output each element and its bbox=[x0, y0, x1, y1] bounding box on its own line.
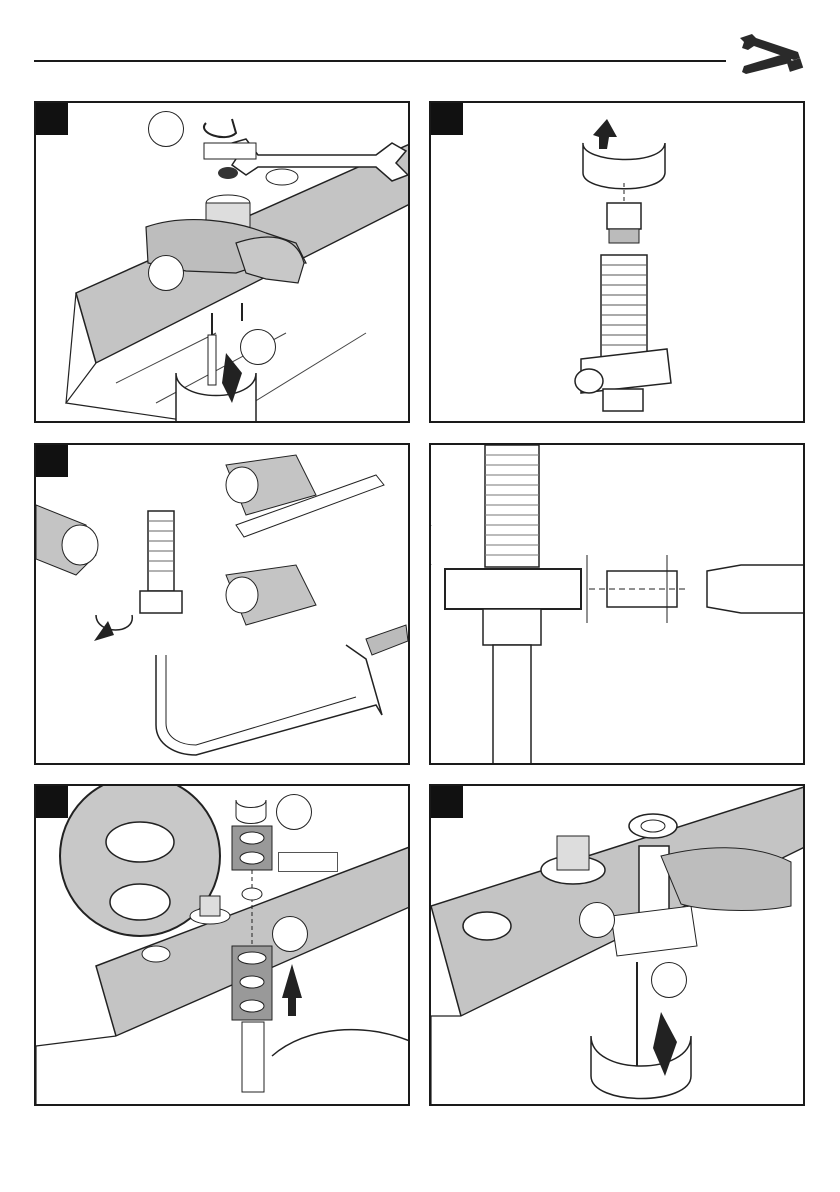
step-4-illustration bbox=[431, 445, 805, 765]
step-panel-5 bbox=[34, 784, 410, 1106]
callout-circle-b bbox=[148, 255, 184, 291]
step-panel-6 bbox=[429, 784, 805, 1106]
callout-circle-c bbox=[240, 329, 276, 365]
step-panel-1 bbox=[34, 101, 410, 423]
callout-circle-a bbox=[579, 902, 615, 938]
blank-label-box bbox=[278, 852, 338, 872]
step-panel-4-detail bbox=[429, 443, 805, 765]
step-panel-2 bbox=[429, 101, 805, 423]
step-panel-3 bbox=[34, 443, 410, 765]
step-6-illustration bbox=[431, 786, 805, 1106]
callout-circle-b bbox=[651, 962, 687, 998]
wrench-screwdriver-icon bbox=[734, 30, 806, 80]
step-2-illustration bbox=[431, 103, 805, 423]
step-1-illustration bbox=[36, 103, 410, 423]
header-rule bbox=[34, 60, 726, 62]
callout-circle-b bbox=[272, 916, 308, 952]
step-5-illustration bbox=[36, 786, 410, 1106]
callout-circle-a bbox=[276, 794, 312, 830]
callout-circle-a bbox=[148, 111, 184, 147]
step-3-illustration bbox=[36, 445, 410, 765]
